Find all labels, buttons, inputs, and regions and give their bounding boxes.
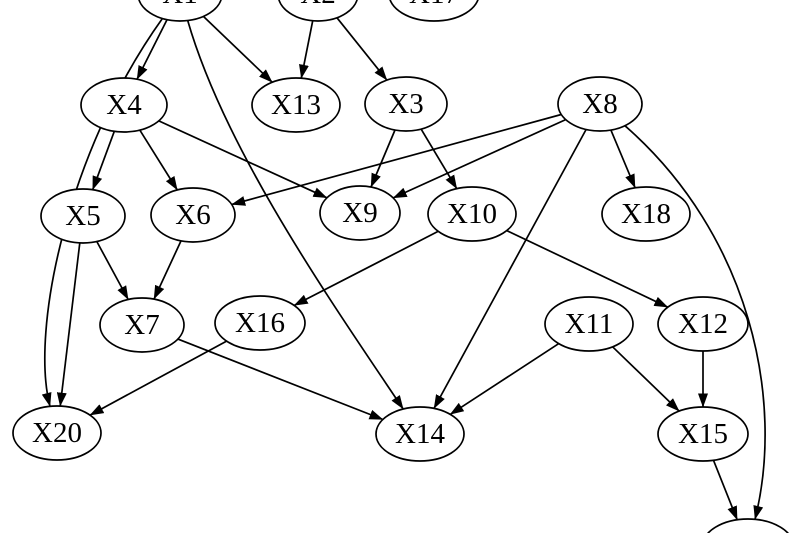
edge-X5-X7 <box>96 241 129 300</box>
node-label-X14: X14 <box>395 418 445 450</box>
node-ellipse-X10 <box>427 186 517 242</box>
node-label-X12: X12 <box>678 308 728 340</box>
node-label-X15: X15 <box>678 418 728 450</box>
node-X20: X20 <box>12 405 102 461</box>
node-label-X16: X16 <box>235 307 285 339</box>
node-X18: X18 <box>601 186 691 242</box>
node-X8: X8 <box>557 76 643 132</box>
node-X12: X12 <box>657 296 749 352</box>
edge-X1-X13 <box>202 15 273 83</box>
node-ellipse-X11 <box>544 296 634 352</box>
node-X11: X11 <box>544 296 634 352</box>
edge-X16-X20 <box>89 340 228 416</box>
node-label-X6: X6 <box>175 199 210 231</box>
node-ellipse-X13 <box>251 77 341 133</box>
edge-X11-X14 <box>449 342 560 416</box>
edge-X7-X14 <box>177 338 384 421</box>
node-X19: X19 <box>707 518 789 533</box>
node-ellipse-X3 <box>364 76 448 132</box>
node-X2: X2 <box>278 0 358 22</box>
node-label-X20: X20 <box>32 417 82 449</box>
node-X1: X1 <box>138 0 222 22</box>
node-ellipse-X2 <box>278 0 358 22</box>
node-X15: X15 <box>657 406 749 462</box>
node-X10: X10 <box>427 186 517 242</box>
node-X14: X14 <box>375 406 465 462</box>
node-ellipse-X9 <box>319 185 401 241</box>
node-label-X3: X3 <box>388 88 423 120</box>
node-ellipse-X20 <box>12 405 102 461</box>
edge-X8-X14 <box>433 129 587 409</box>
node-label-X2: X2 <box>300 0 335 10</box>
node-label-X7: X7 <box>124 309 159 341</box>
edge-X1-X14 <box>186 20 404 410</box>
node-ellipse-X8 <box>557 76 643 132</box>
node-X9: X9 <box>319 185 401 241</box>
node-ellipse-X17 <box>389 0 479 22</box>
node-X7: X7 <box>99 297 185 353</box>
node-ellipse-X19 <box>707 518 789 533</box>
node-X3: X3 <box>364 76 448 132</box>
node-X4: X4 <box>80 77 168 133</box>
node-label-X13: X13 <box>271 89 321 121</box>
edge-X8-X9 <box>392 118 567 199</box>
node-ellipse-X15 <box>657 406 749 462</box>
node-X6: X6 <box>150 187 236 243</box>
node-ellipse-X1 <box>138 0 222 22</box>
node-ellipse-X4 <box>80 77 168 133</box>
node-label-X8: X8 <box>582 88 617 120</box>
node-label-X10: X10 <box>447 198 497 230</box>
node-label-X11: X11 <box>565 308 614 340</box>
edge-X1-X4 <box>136 19 168 80</box>
edge-X8-X6 <box>231 113 562 206</box>
edge-X4-X9 <box>158 120 328 199</box>
node-ellipse-X12 <box>657 296 749 352</box>
edge-X2-X13 <box>299 20 314 79</box>
node-ellipse-X16 <box>214 295 306 351</box>
edge-X4-X6 <box>139 129 179 191</box>
edge-X3-X9 <box>370 129 396 188</box>
edge-X4-X5 <box>91 131 116 191</box>
edge-X8-X19 <box>624 125 766 520</box>
node-label-X4: X4 <box>106 89 142 121</box>
node-label-X1: X1 <box>162 0 197 10</box>
edge-X10-X16 <box>293 230 439 307</box>
edge-X8-X18 <box>610 129 636 189</box>
node-ellipse-X14 <box>375 406 465 462</box>
node-ellipse-X18 <box>601 186 691 242</box>
edge-X5-X20 <box>56 242 81 407</box>
node-X16: X16 <box>214 295 306 351</box>
edge-X6-X7 <box>153 240 182 300</box>
node-label-X19: X19 <box>723 531 773 533</box>
node-X5: X5 <box>40 188 126 244</box>
node-ellipse-X7 <box>99 297 185 353</box>
node-X17: X17 <box>389 0 479 22</box>
node-ellipse-X6 <box>150 187 236 243</box>
node-ellipse-X5 <box>40 188 126 244</box>
edge-X3-X10 <box>420 128 458 190</box>
node-label-X5: X5 <box>65 200 100 232</box>
node-X13: X13 <box>251 77 341 133</box>
edge-X10-X12 <box>506 229 669 308</box>
edge-X11-X15 <box>612 346 680 412</box>
edge-X2-X3 <box>336 17 388 81</box>
node-label-X18: X18 <box>621 198 671 230</box>
edge-X15-X19 <box>712 459 738 521</box>
node-label-X17: X17 <box>409 0 459 10</box>
node-label-X9: X9 <box>342 197 377 229</box>
